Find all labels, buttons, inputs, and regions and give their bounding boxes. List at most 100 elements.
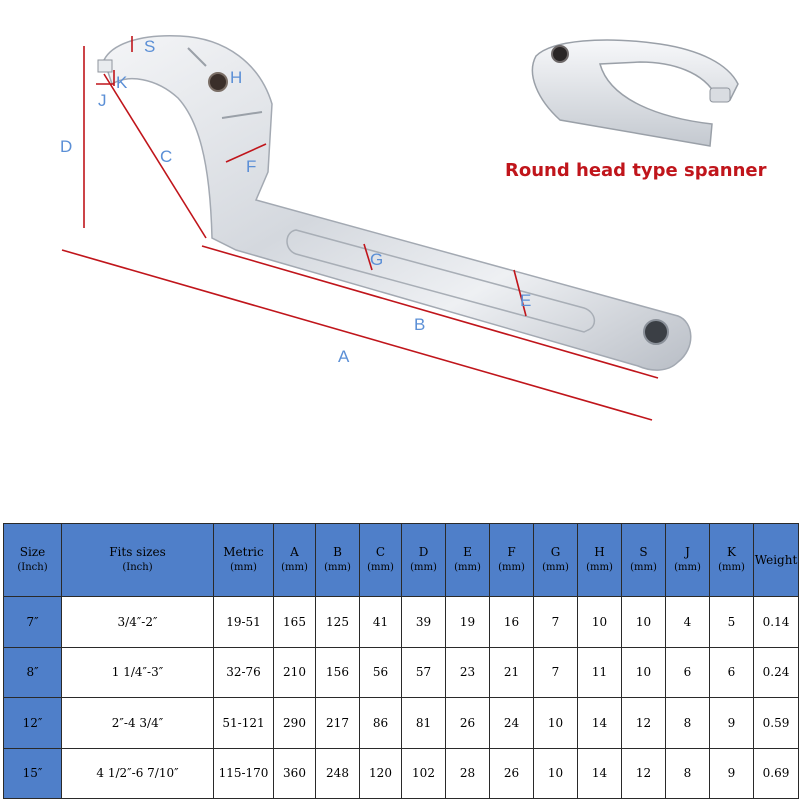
column-header: K(mm)	[709, 523, 754, 597]
table-cell: 6	[665, 646, 710, 698]
column-header: C (mm)	[359, 523, 402, 597]
table-cell: 7	[533, 646, 578, 698]
table-cell: 3/4″-2″	[61, 596, 214, 648]
table-cell: 12	[621, 697, 666, 749]
column-header-label: S	[639, 545, 648, 559]
table-cell: 102	[401, 747, 446, 799]
column-header-unit: (mm)	[718, 562, 745, 573]
column-header: Fits sizes (Inch)	[61, 523, 214, 597]
dim-label-k: K	[116, 73, 128, 92]
column-header: A (mm)	[273, 523, 316, 597]
column-header-label: H	[594, 545, 605, 559]
column-header: Size(Inch)	[3, 523, 62, 597]
column-header-unit: (mm)	[410, 562, 437, 573]
column-header: Metric (mm)	[213, 523, 274, 597]
table-cell: 41	[359, 596, 402, 648]
column-header-label: E	[463, 545, 472, 559]
table-cell: 10	[621, 646, 666, 698]
table-cell: 0.59	[753, 697, 799, 749]
table-cell: 28	[445, 747, 490, 799]
table-cell: 32-76	[213, 646, 274, 698]
column-header: H (mm)	[577, 523, 622, 597]
size-cell: 15″	[3, 747, 62, 799]
column-header-label: Fits sizes	[109, 545, 166, 559]
table-cell: 120	[359, 747, 402, 799]
handle-hole	[643, 319, 669, 345]
table-cell: 24	[489, 697, 534, 749]
pivot-screw-icon	[208, 72, 228, 92]
table-cell: 0.69	[753, 747, 799, 799]
column-header-unit: (mm)	[542, 562, 569, 573]
table-cell: 26	[445, 697, 490, 749]
column-header-unit: (mm)	[630, 562, 657, 573]
size-cell: 7″	[3, 596, 62, 648]
inset-caption: Round head type spanner	[505, 160, 767, 181]
inset-screw-icon	[551, 45, 569, 63]
table-cell: 7	[533, 596, 578, 648]
dimension-lines	[61, 36, 659, 421]
table-cell: 14	[577, 747, 622, 799]
spanner-diagram: A B C D E F G H J K S	[60, 35, 739, 421]
table-cell: 0.24	[753, 646, 799, 698]
column-header: J(mm)	[665, 523, 710, 597]
table-cell: 26	[489, 747, 534, 799]
table-cell: 210	[273, 646, 316, 698]
hook-spanner-image	[97, 35, 692, 371]
column-header-unit: (mm)	[230, 562, 257, 573]
size-cell: 12″	[3, 697, 62, 749]
column-header-label: A	[290, 545, 299, 559]
column-header-unit: (mm)	[367, 562, 394, 573]
column-header-label: Weight	[754, 553, 798, 567]
spec-table: Size(Inch) Fits sizes (Inch) Metric (mm) A (mm…	[3, 523, 799, 799]
table-cell: 10	[577, 596, 622, 648]
column-header-unit: (mm)	[281, 562, 308, 573]
column-header-label: C	[375, 545, 386, 559]
column-header: B(mm)	[315, 523, 360, 597]
table-cell: 217	[315, 697, 360, 749]
table-cell: 8	[665, 697, 710, 749]
table-cell: 10	[621, 596, 666, 648]
dim-label-c: C	[160, 147, 172, 166]
table-cell: 4 1/2″-6 7/10″	[61, 747, 214, 799]
table-cell: 12	[621, 747, 666, 799]
table-cell: 125	[315, 596, 360, 648]
table-cell: 14	[577, 697, 622, 749]
table-cell: 9	[709, 697, 754, 749]
dim-label-a: A	[338, 347, 350, 366]
column-header-label: F	[507, 545, 516, 559]
column-header-unit: (Inch)	[122, 562, 153, 573]
table-cell: 4	[665, 596, 710, 648]
table-cell: 8	[665, 747, 710, 799]
column-header: S (mm)	[621, 523, 666, 597]
table-cell: 9	[709, 747, 754, 799]
column-header-label: Size	[19, 545, 46, 559]
table-cell: 248	[315, 747, 360, 799]
column-header-unit: (mm)	[586, 562, 613, 573]
table-cell: 86	[359, 697, 402, 749]
dim-label-b: B	[414, 315, 425, 334]
dim-label-j: J	[98, 91, 107, 110]
table-cell: 11	[577, 646, 622, 698]
table-cell: 39	[401, 596, 446, 648]
dim-label-e: E	[520, 291, 531, 310]
column-header: G(mm)	[533, 523, 578, 597]
column-header: F (mm)	[489, 523, 534, 597]
column-header-unit: (mm)	[498, 562, 525, 573]
column-header-unit: (mm)	[674, 562, 701, 573]
dim-label-d: D	[60, 137, 72, 156]
table-cell: 19	[445, 596, 490, 648]
table-cell: 16	[489, 596, 534, 648]
table-cell: 81	[401, 697, 446, 749]
table-header-row: Size(Inch) Fits sizes (Inch) Metric (mm) A (mm…	[3, 523, 799, 597]
column-header-label: Metric	[223, 545, 264, 559]
table-cell: 57	[401, 646, 446, 698]
dim-label-h: H	[230, 68, 242, 87]
table-cell: 290	[273, 697, 316, 749]
table-cell: 56	[359, 646, 402, 698]
column-header-label: D	[418, 545, 429, 559]
table-cell: 21	[489, 646, 534, 698]
table-cell: 10	[533, 697, 578, 749]
